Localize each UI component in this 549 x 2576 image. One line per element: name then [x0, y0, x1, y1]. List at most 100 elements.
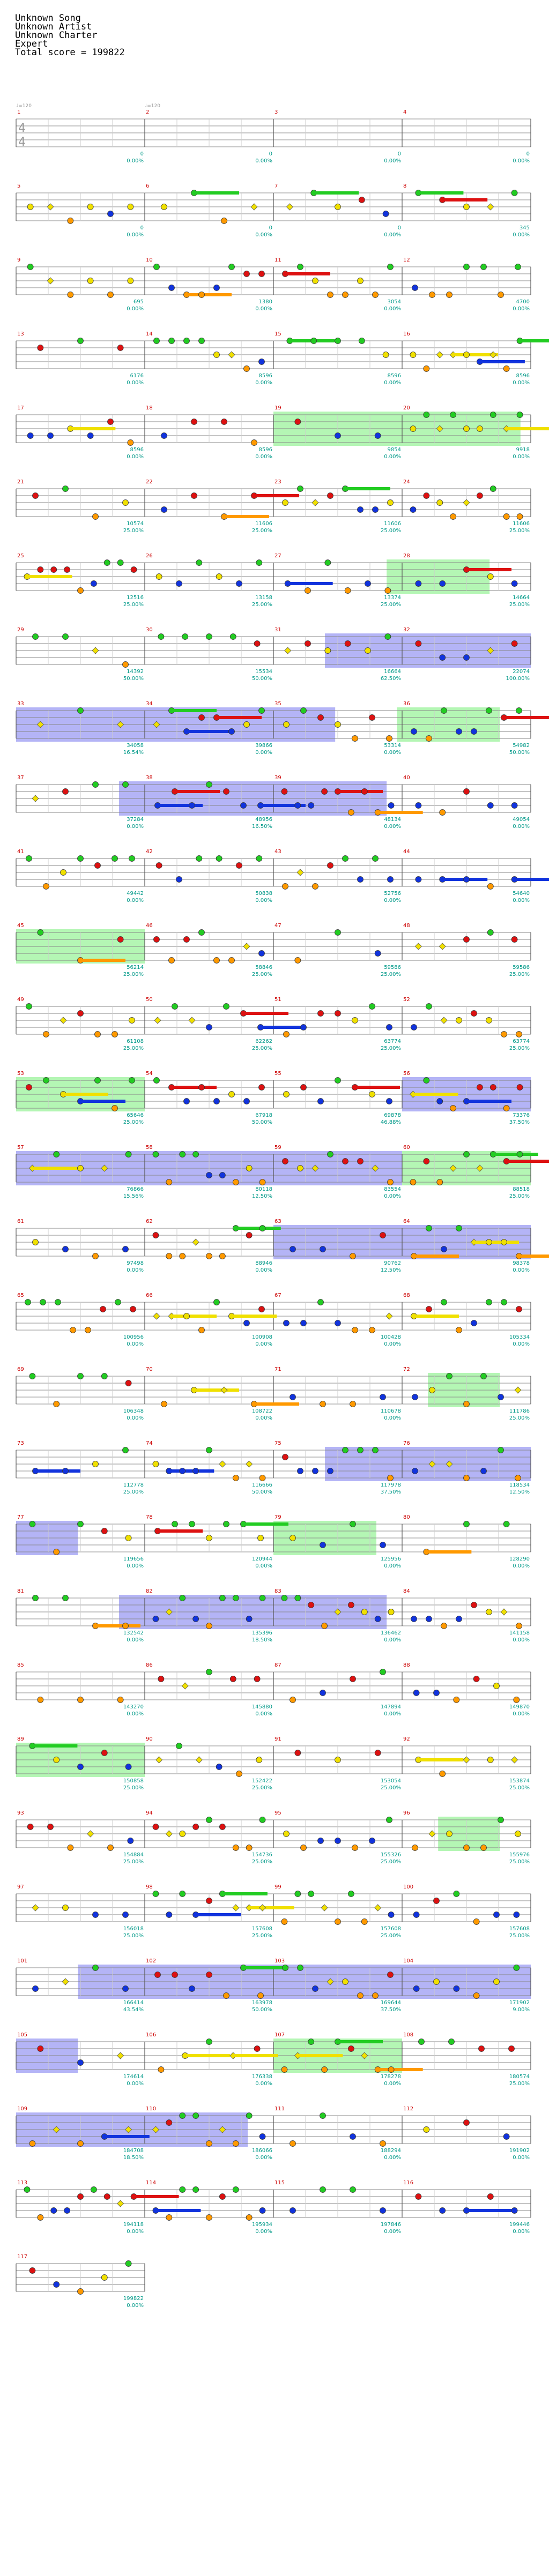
note-gem: [198, 292, 205, 298]
note-gem: [62, 1246, 69, 1252]
note-gem: [352, 735, 358, 742]
measure-percent: 0.00%: [384, 1711, 401, 1717]
note-gem: [498, 1447, 504, 1453]
measure-percent: 0.00%: [127, 1341, 144, 1347]
chart-row: [16, 559, 531, 594]
note-gem: [317, 1098, 324, 1104]
note-gem: [206, 2039, 212, 2045]
measure-number: 44: [403, 849, 410, 855]
note-gem: [77, 2193, 84, 2200]
measure-score: 9854: [388, 447, 401, 453]
measure-score: 8596: [259, 373, 272, 379]
note-gem: [426, 1225, 432, 1231]
measure-score: 14392: [127, 669, 144, 675]
measure-number: 89: [17, 1736, 24, 1742]
hopo-note: [463, 499, 470, 506]
measure-number: 45: [17, 923, 24, 929]
note-gem: [103, 2193, 110, 2200]
note-gem: [246, 1845, 253, 1851]
note-gem: [198, 929, 205, 936]
note-gem: [206, 781, 212, 788]
sustain-tail: [285, 272, 330, 275]
note-gem: [411, 728, 417, 735]
note-gem: [342, 855, 348, 862]
note-gem: [456, 728, 462, 735]
note-gem: [229, 1676, 236, 1682]
sustain-tail: [504, 716, 549, 719]
note-gem: [228, 728, 235, 735]
note-gem: [446, 292, 452, 298]
measure-number: 85: [17, 1662, 24, 1668]
measure-number: 47: [274, 923, 281, 929]
measure-score: 11606: [255, 521, 272, 527]
measure-score: 59586: [384, 965, 401, 970]
measure-score: 37284: [127, 817, 144, 823]
hopo-note: [153, 721, 160, 728]
note-gem: [300, 1084, 307, 1091]
note-gem: [112, 1031, 118, 1037]
note-gem: [213, 1299, 220, 1305]
note-gem: [196, 855, 203, 862]
note-gem: [219, 2193, 226, 2200]
measure-number: 6: [146, 183, 149, 189]
note-gem: [335, 1320, 341, 1326]
measure-percent: 16.54%: [123, 750, 144, 756]
note-gem: [369, 1327, 375, 1333]
hopo-note: [250, 203, 258, 211]
measure-percent: 25.00%: [509, 1046, 530, 1051]
note-gem: [236, 1771, 242, 1777]
note-gem: [152, 1151, 159, 1158]
note-gem: [125, 1764, 132, 1770]
note-gem: [436, 1179, 443, 1185]
measure-percent: 46.88%: [381, 1119, 401, 1125]
measure-score: 157608: [509, 1926, 530, 1932]
sustain-tail: [261, 1026, 306, 1029]
note-gem: [446, 1831, 452, 1837]
measure-number: 66: [146, 1293, 153, 1298]
note-gem: [439, 654, 446, 661]
note-gem: [486, 1299, 492, 1305]
note-gem: [77, 1165, 84, 1171]
measure-number: 109: [17, 2106, 27, 2112]
note-gem: [290, 2207, 296, 2214]
hopo-note: [327, 1978, 334, 1985]
measure-score: 184708: [123, 2148, 144, 2154]
note-gem: [206, 1817, 212, 1823]
measure-score: 90762: [384, 1260, 401, 1266]
time-signature-bottom: 4: [18, 136, 26, 149]
measure-percent: 0.00%: [513, 1341, 530, 1347]
measure-percent: 15.56%: [123, 1193, 144, 1199]
measure-number: 103: [274, 1958, 285, 1964]
note-gem: [129, 855, 135, 862]
note-gem: [415, 640, 422, 647]
measure-number: 72: [403, 1367, 410, 1372]
note-gem: [388, 2066, 395, 2073]
note-gem: [382, 352, 389, 358]
note-gem: [473, 1676, 480, 1682]
note-gem: [305, 640, 311, 647]
measure-number: 87: [274, 1662, 281, 1668]
note-gem: [335, 1010, 341, 1017]
note-gem: [152, 1232, 159, 1238]
measure-score: 14664: [513, 595, 530, 601]
note-gem: [153, 264, 160, 270]
note-gem: [191, 492, 197, 499]
note-gem: [179, 1253, 186, 1259]
note-gem: [300, 707, 307, 714]
measure-number: 65: [17, 1293, 24, 1298]
measure-percent: 18.50%: [252, 1637, 272, 1643]
measure-percent: 25.00%: [509, 1933, 530, 1939]
measure-percent: 0.00%: [127, 2303, 144, 2309]
measure-percent: 25.00%: [381, 972, 401, 977]
note-gem: [258, 1306, 265, 1312]
note-gem: [320, 2112, 326, 2119]
chart-row: [16, 1225, 549, 1259]
note-gem: [516, 1084, 523, 1091]
note-gem: [32, 633, 39, 640]
note-gem: [55, 1299, 61, 1305]
sustain-tail: [345, 487, 390, 490]
note-gem: [350, 1401, 356, 1407]
note-gem: [236, 580, 242, 587]
measure-percent: 0.00%: [127, 2229, 144, 2235]
note-gem: [246, 1232, 253, 1238]
